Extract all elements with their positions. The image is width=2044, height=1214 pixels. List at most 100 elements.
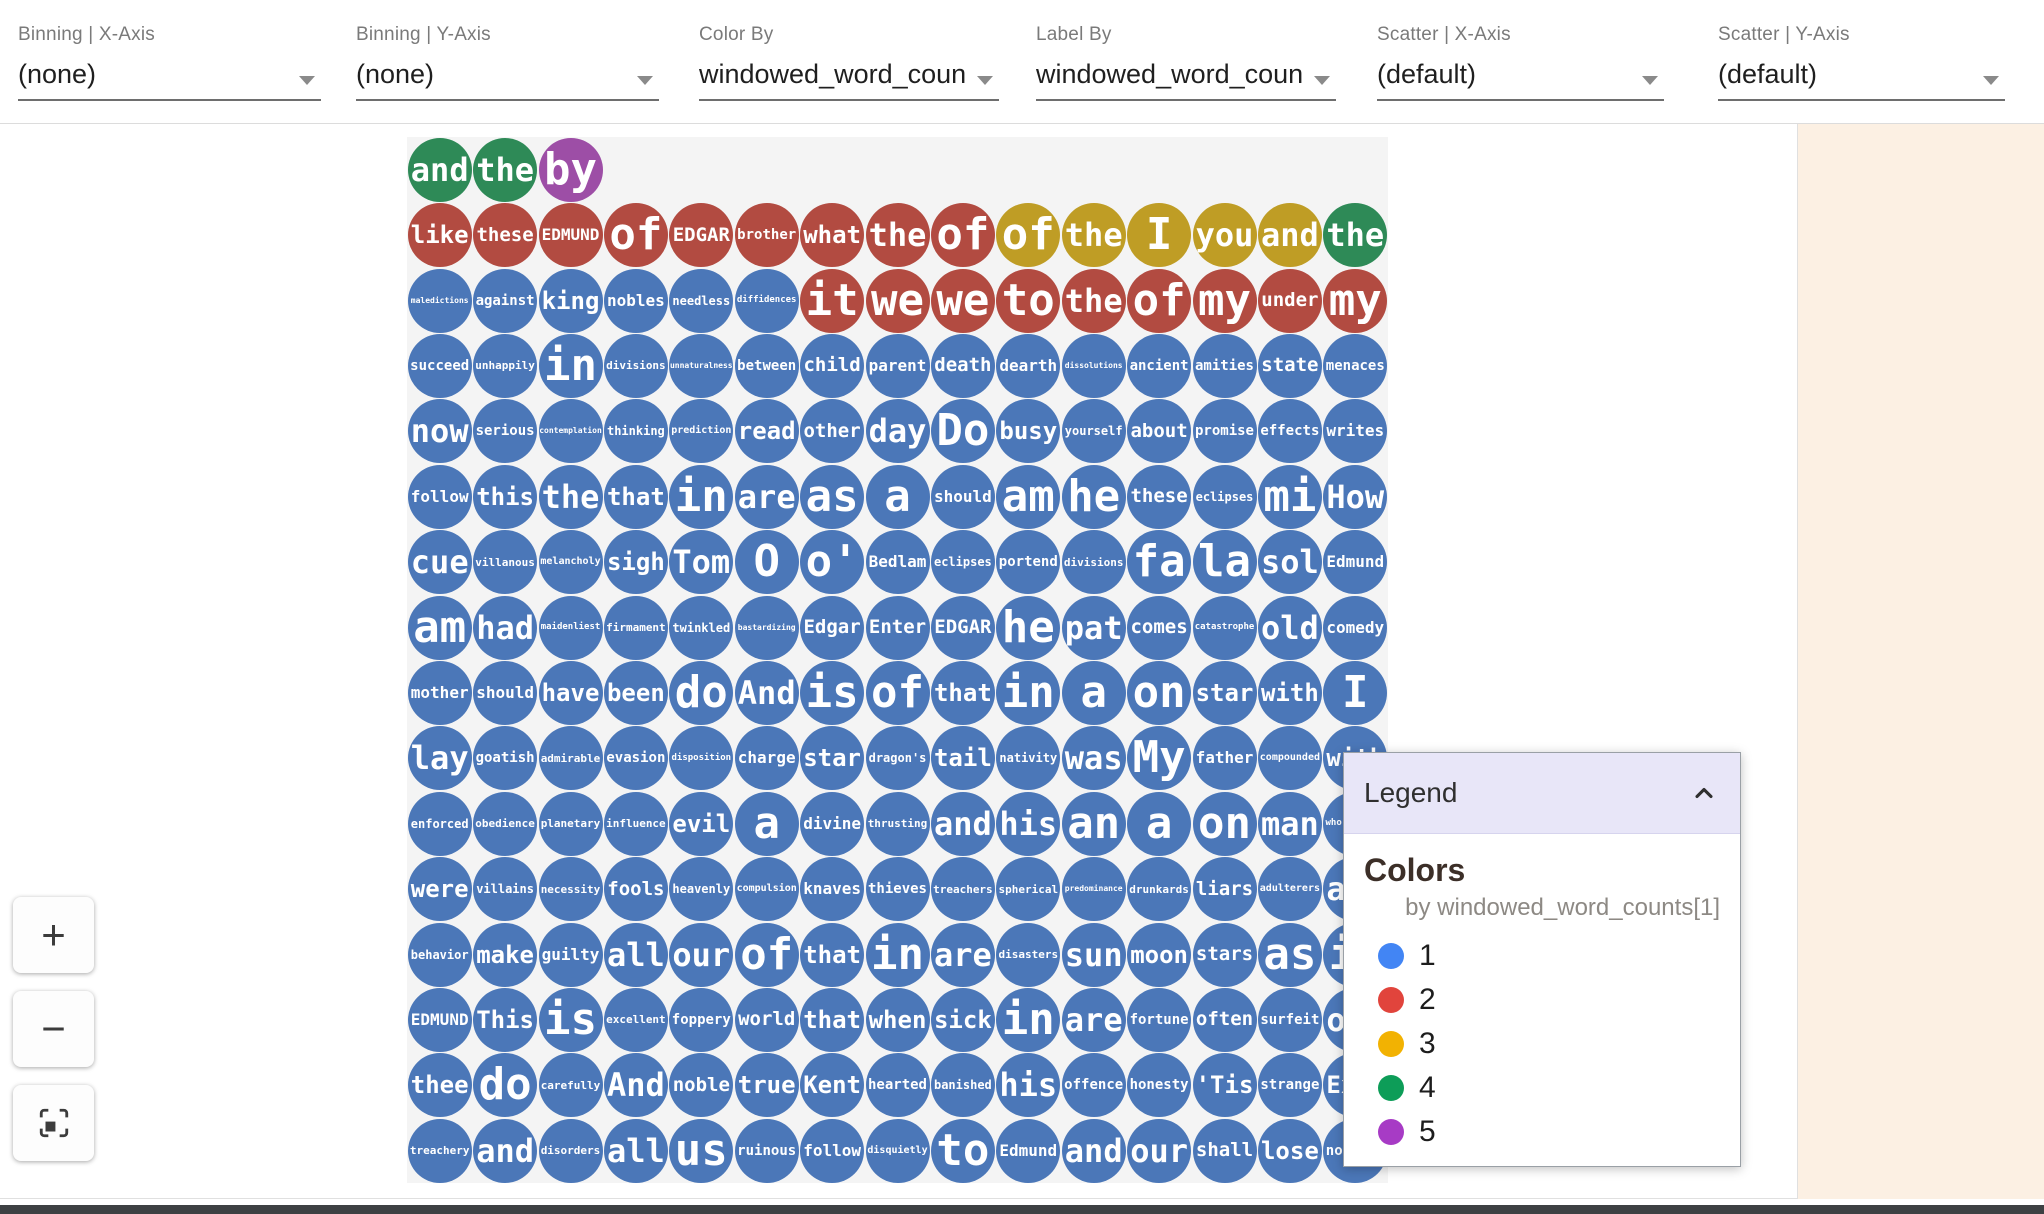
- word-circle[interactable]: the: [1061, 203, 1126, 268]
- word-circle[interactable]: old: [1257, 595, 1322, 660]
- word-circle[interactable]: cue: [407, 530, 472, 595]
- word-circle[interactable]: contemplation: [538, 399, 603, 464]
- word-circle[interactable]: 'Tis: [1192, 1053, 1257, 1118]
- word-circle[interactable]: a: [1127, 791, 1192, 856]
- word-circle[interactable]: and: [1257, 203, 1322, 268]
- word-circle[interactable]: tail: [930, 726, 995, 791]
- word-circle[interactable]: melancholy: [538, 530, 603, 595]
- word-circle[interactable]: How: [1323, 464, 1388, 529]
- word-circle[interactable]: amities: [1192, 333, 1257, 398]
- word-circle[interactable]: goatish: [473, 726, 538, 791]
- word-circle[interactable]: follow: [800, 1118, 865, 1183]
- word-circle[interactable]: of: [1127, 268, 1192, 333]
- word-circle[interactable]: succeed: [407, 333, 472, 398]
- word-circle[interactable]: of: [996, 203, 1061, 268]
- word-circle[interactable]: O: [734, 530, 799, 595]
- word-circle[interactable]: he: [996, 595, 1061, 660]
- word-circle[interactable]: knaves: [800, 857, 865, 922]
- word-circle[interactable]: foppery: [669, 987, 734, 1052]
- word-circle[interactable]: under: [1257, 268, 1322, 333]
- word-circle[interactable]: were: [407, 857, 472, 922]
- word-circle[interactable]: thieves: [865, 857, 930, 922]
- word-circle[interactable]: behavior: [407, 922, 472, 987]
- word-circle[interactable]: do: [473, 1053, 538, 1118]
- legend-header[interactable]: Legend: [1344, 753, 1740, 834]
- word-circle[interactable]: these: [1127, 464, 1192, 529]
- word-circle[interactable]: my: [1192, 268, 1257, 333]
- word-circle[interactable]: stars: [1192, 922, 1257, 987]
- word-circle[interactable]: you: [1192, 203, 1257, 268]
- word-circle[interactable]: drunkards: [1127, 857, 1192, 922]
- word-circle[interactable]: all: [603, 1118, 668, 1183]
- word-circle[interactable]: divisions: [603, 333, 668, 398]
- word-circle[interactable]: ruinous: [734, 1118, 799, 1183]
- word-circle[interactable]: honesty: [1127, 1053, 1192, 1118]
- word-circle[interactable]: comes: [1127, 595, 1192, 660]
- word-circle[interactable]: do: [669, 660, 734, 725]
- word-circle[interactable]: carefully: [538, 1053, 603, 1118]
- word-circle[interactable]: excellent: [603, 987, 668, 1052]
- word-circle[interactable]: are: [1061, 987, 1126, 1052]
- word-circle[interactable]: I: [1127, 203, 1192, 268]
- word-circle[interactable]: our: [669, 922, 734, 987]
- word-circle[interactable]: unhappily: [473, 333, 538, 398]
- word-circle[interactable]: influence: [603, 791, 668, 856]
- word-circle[interactable]: all: [603, 922, 668, 987]
- word-circle[interactable]: adulterers: [1257, 857, 1322, 922]
- word-circle[interactable]: unnaturalness: [669, 333, 734, 398]
- word-circle[interactable]: with: [1257, 660, 1322, 725]
- word-circle[interactable]: sol: [1257, 530, 1322, 595]
- word-circle[interactable]: dissolutions: [1061, 333, 1126, 398]
- word-circle[interactable]: a: [734, 791, 799, 856]
- word-circle[interactable]: predominance: [1061, 857, 1126, 922]
- word-circle[interactable]: day: [865, 399, 930, 464]
- word-circle[interactable]: should: [930, 464, 995, 529]
- word-circle[interactable]: that: [800, 922, 865, 987]
- word-circle[interactable]: in: [538, 333, 603, 398]
- dropdown-color-by[interactable]: Color By windowed_word_counts: [699, 24, 999, 101]
- word-circle[interactable]: of: [603, 203, 668, 268]
- word-circle[interactable]: in: [996, 987, 1061, 1052]
- word-circle[interactable]: death: [930, 333, 995, 398]
- word-circle[interactable]: parent: [865, 333, 930, 398]
- word-circle[interactable]: And: [603, 1053, 668, 1118]
- word-circle[interactable]: Kent: [800, 1053, 865, 1118]
- word-circle[interactable]: to: [996, 268, 1061, 333]
- word-circle[interactable]: EDGAR: [930, 595, 995, 660]
- word-circle[interactable]: twinkled: [669, 595, 734, 660]
- word-circle[interactable]: liars: [1192, 857, 1257, 922]
- word-circle[interactable]: disorders: [538, 1118, 603, 1183]
- word-circle[interactable]: obedience: [473, 791, 538, 856]
- word-circle[interactable]: us: [669, 1118, 734, 1183]
- word-circle[interactable]: an: [1061, 791, 1126, 856]
- word-circle[interactable]: state: [1257, 333, 1322, 398]
- word-circle[interactable]: bastardizing: [734, 595, 799, 660]
- word-circle[interactable]: this: [473, 464, 538, 529]
- word-circle[interactable]: fortune: [1127, 987, 1192, 1052]
- word-circle[interactable]: compulsion: [734, 857, 799, 922]
- word-circle[interactable]: by: [538, 137, 603, 202]
- word-circle[interactable]: hearted: [865, 1053, 930, 1118]
- word-circle[interactable]: in: [996, 660, 1061, 725]
- word-circle[interactable]: Enter: [865, 595, 930, 660]
- word-circle[interactable]: yourself: [1061, 399, 1126, 464]
- word-circle[interactable]: maidenliest: [538, 595, 603, 660]
- word-circle[interactable]: what: [800, 203, 865, 268]
- word-circle[interactable]: strange: [1257, 1053, 1322, 1118]
- word-circle[interactable]: o': [800, 530, 865, 595]
- word-circle[interactable]: EDMUND: [538, 203, 603, 268]
- word-circle[interactable]: other: [800, 399, 865, 464]
- word-circle[interactable]: the: [1323, 203, 1388, 268]
- word-circle[interactable]: nobles: [603, 268, 668, 333]
- word-circle[interactable]: thinking: [603, 399, 668, 464]
- word-circle[interactable]: pat: [1061, 595, 1126, 660]
- word-circle[interactable]: should: [473, 660, 538, 725]
- word-circle[interactable]: comedy: [1323, 595, 1388, 660]
- word-circle[interactable]: between: [734, 333, 799, 398]
- word-circle[interactable]: have: [538, 660, 603, 725]
- word-circle[interactable]: evasion: [603, 726, 668, 791]
- word-circle[interactable]: eclipses: [930, 530, 995, 595]
- word-circle[interactable]: effects: [1257, 399, 1322, 464]
- word-circle[interactable]: child: [800, 333, 865, 398]
- word-circle[interactable]: needless: [669, 268, 734, 333]
